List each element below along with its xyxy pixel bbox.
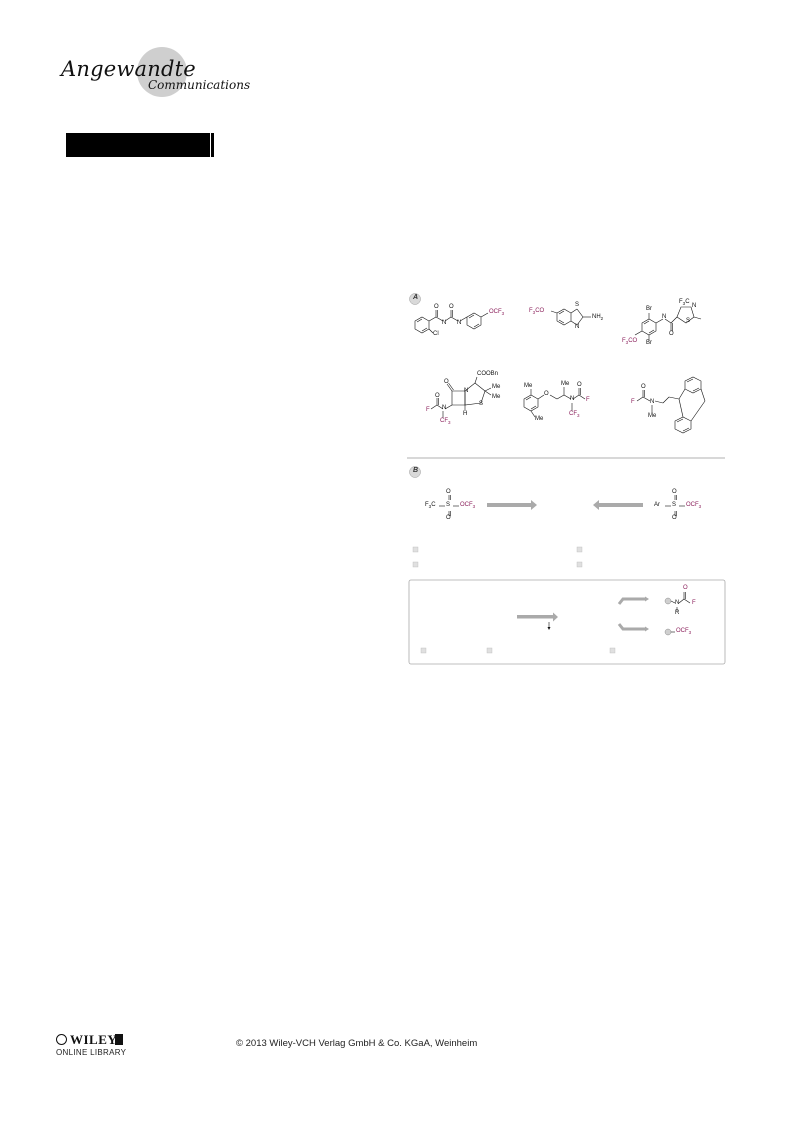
copyright-notice: © 2013 Wiley-VCH Verlag GmbH & Co. KGaA,… xyxy=(236,1038,478,1049)
m5-n: N xyxy=(570,396,575,402)
arrow-left xyxy=(593,500,643,510)
scheme-figure: A B OCF3 O O N N Cl F3CO S N NH2 Br Br F… xyxy=(407,287,727,667)
m4-o: O xyxy=(444,379,449,385)
product-ocf3: OCF3 xyxy=(676,628,692,636)
molecule-3 xyxy=(634,306,702,341)
m5-cf3: CF3 xyxy=(569,411,580,419)
m1-ocf3: OCF3 xyxy=(489,309,505,317)
reagent-left-o2: O xyxy=(446,515,451,521)
m4-h: H xyxy=(463,411,468,417)
reagent-left-f3c: F3C xyxy=(425,502,436,510)
m4-cf3: CF3 xyxy=(440,418,451,426)
box-bullet-1 xyxy=(420,647,427,654)
m4-f: F xyxy=(426,407,430,413)
branch-arrow-down xyxy=(617,623,645,631)
grey-sphere-1 xyxy=(664,597,672,605)
reagent-right-ocf3: OCF3 xyxy=(686,502,702,510)
m4-me1: Me xyxy=(492,384,501,390)
logo-disc xyxy=(137,47,187,97)
online-library: ONLINE LIBRARY xyxy=(56,1048,127,1057)
redacted-heading-box xyxy=(66,133,214,157)
product-f: F xyxy=(692,600,696,606)
box-bullet-2 xyxy=(486,647,493,654)
reagent-left-ocf3: OCF3 xyxy=(460,502,476,510)
panel-b-badge xyxy=(409,466,421,478)
grey-sphere-2 xyxy=(664,628,672,636)
product-carbamoyl xyxy=(670,592,691,611)
m3-o: O xyxy=(669,331,674,337)
reagent-right-o1: O xyxy=(672,489,677,495)
m3-f3co: F3CO xyxy=(622,338,638,346)
bullet-box-2 xyxy=(412,561,419,568)
m1-nh1: N xyxy=(442,320,447,326)
journal-sub: Communications xyxy=(148,78,251,92)
scheme-svg xyxy=(407,293,726,665)
m5-me1: Me xyxy=(524,383,533,389)
m2-f3co: F3CO xyxy=(529,308,545,316)
redacted-heading-divider xyxy=(210,133,211,157)
reagent-left-s: S xyxy=(446,502,451,508)
m6-f: F xyxy=(631,399,635,405)
reagent-left-o1: O xyxy=(446,489,451,495)
m2-n: N xyxy=(575,324,580,330)
panel-a-badge xyxy=(409,293,421,305)
m6-o: O xyxy=(641,384,646,390)
molecule-6 xyxy=(636,376,706,434)
reagent-right-o2: O xyxy=(672,515,677,521)
m3-n: N xyxy=(692,303,697,309)
publisher-name: WILEY xyxy=(70,1032,118,1047)
m1-cl: Cl xyxy=(433,331,439,337)
m3-br1: Br xyxy=(646,306,652,312)
molecule-5 xyxy=(523,387,586,418)
m3-br2: Br xyxy=(646,340,652,346)
box-arrow xyxy=(517,612,558,630)
m4-n: N xyxy=(464,388,469,394)
bullet-box-3 xyxy=(576,546,583,553)
m4-s: S xyxy=(479,401,484,407)
reagent-left xyxy=(439,495,459,516)
bullet-box-1 xyxy=(412,546,419,553)
branch-arrow-up xyxy=(617,597,645,605)
m4-me2: Me xyxy=(492,394,501,400)
arrow-right xyxy=(487,500,537,510)
m1-o2: O xyxy=(449,304,454,310)
m4-n2: N xyxy=(442,405,447,411)
journal-name: Angewandte xyxy=(61,57,196,81)
bullet-box-4 xyxy=(576,561,583,568)
panel-a-label: A xyxy=(413,294,419,301)
product-o: O xyxy=(683,585,688,591)
m3-s: S xyxy=(686,318,691,324)
molecule-4 xyxy=(430,376,492,418)
inner-box xyxy=(408,579,726,665)
product-r: R xyxy=(675,610,680,616)
m6-n: N xyxy=(650,399,655,405)
m4-o2: O xyxy=(435,393,440,399)
m2-nh2: NH2 xyxy=(592,314,604,322)
m5-o: O xyxy=(544,391,549,397)
panel-b-label: B xyxy=(413,467,419,474)
wiley-seal-icon xyxy=(56,1034,67,1045)
reagent-right xyxy=(665,495,685,516)
m5-o2: O xyxy=(577,382,582,388)
molecule-2 xyxy=(550,308,591,326)
reagent-right-ar: Ar xyxy=(654,502,660,508)
m3-f3c: F3C xyxy=(679,299,690,307)
m1-o1: O xyxy=(434,304,439,310)
molecule-1 xyxy=(414,310,489,334)
m5-me2: Me xyxy=(535,416,544,422)
box-bullet-3 xyxy=(609,647,616,654)
m5-f: F xyxy=(586,397,590,403)
m1-nh2: N xyxy=(457,320,462,326)
m4-coobn: COOBn xyxy=(477,371,499,377)
m6-me: Me xyxy=(648,413,657,419)
m5-me3: Me xyxy=(561,381,570,387)
book-icon xyxy=(115,1034,123,1045)
product-n: N xyxy=(675,600,680,606)
m2-s: S xyxy=(575,302,580,308)
m3-nh: N xyxy=(662,314,667,320)
reagent-right-s: S xyxy=(672,502,677,508)
